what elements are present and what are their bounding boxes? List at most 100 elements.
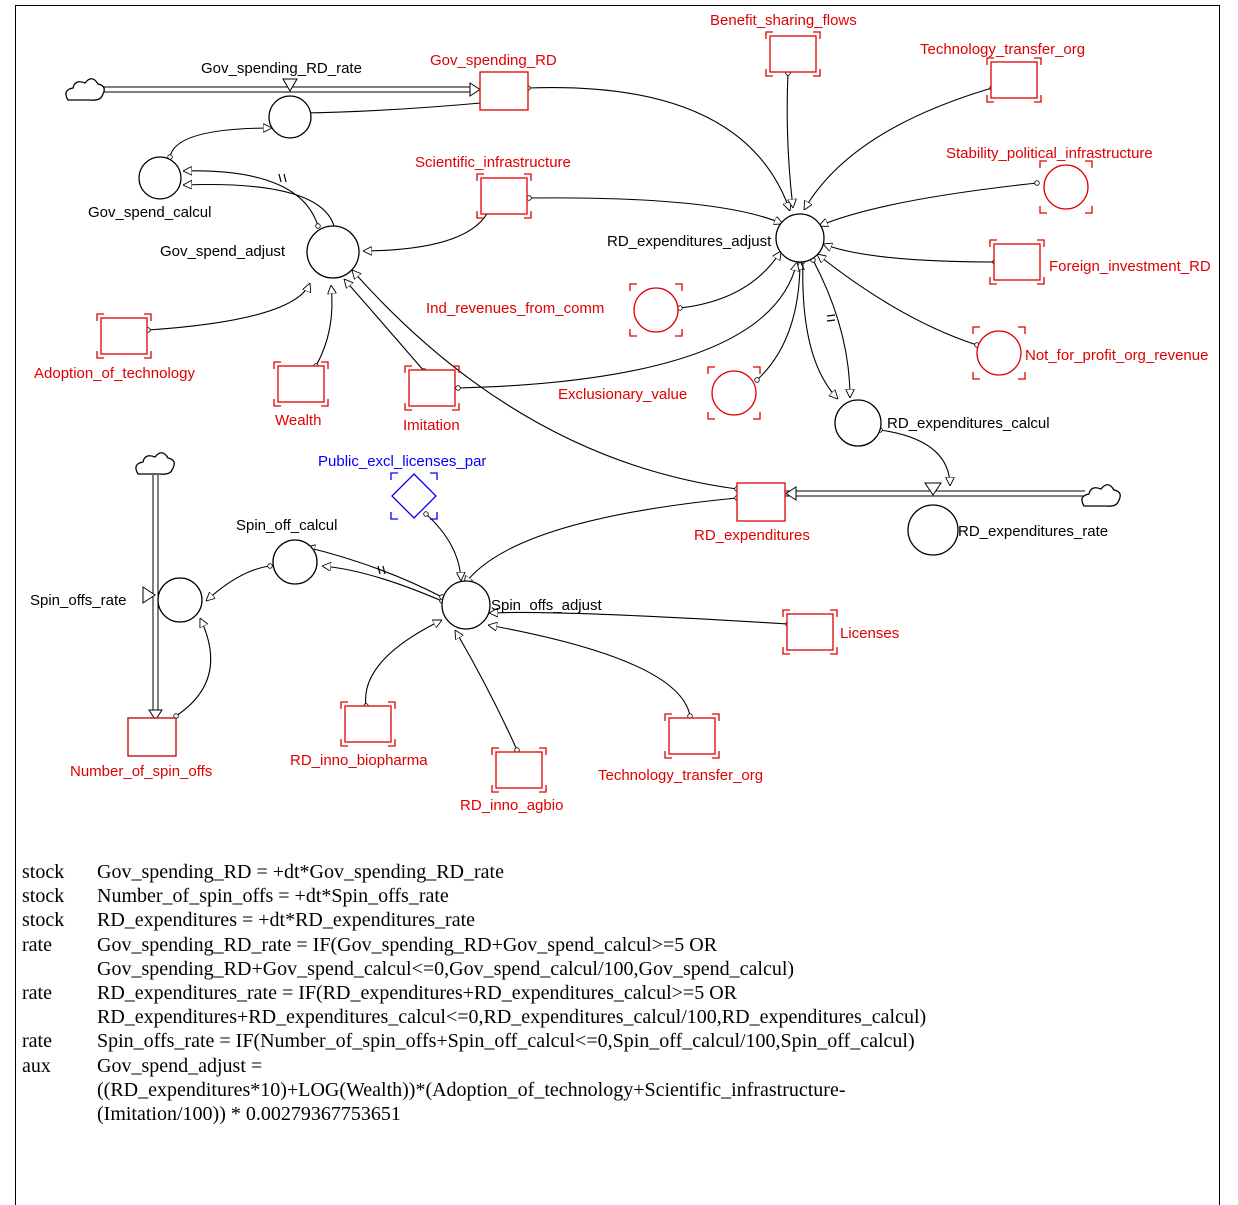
diagram-frame (15, 5, 1220, 1205)
link (823, 244, 995, 262)
label-spin-offs-rate: Spin_offs_rate (30, 592, 126, 609)
spin-offs-rate-node[interactable] (157, 577, 203, 623)
link (529, 198, 783, 224)
ghost-corner (629, 283, 683, 337)
equation-continuation: RD_expenditures+RD_expenditures_calcul<=… (97, 1006, 927, 1029)
stability-political-infrastructure-node[interactable] (1043, 164, 1089, 210)
label-public-excl-licenses-par: Public_excl_licenses_par (318, 453, 486, 470)
label-wealth: Wealth (275, 412, 321, 429)
link (528, 88, 790, 211)
exclusionary-value-node[interactable] (711, 370, 757, 416)
cloud-icon (65, 78, 105, 101)
rd-inno-agbio-box[interactable] (495, 751, 543, 789)
link (344, 279, 424, 371)
cloud-icon (135, 452, 175, 475)
link (183, 185, 335, 227)
cloud-icon (1081, 484, 1121, 507)
gov-spend-adjust-node[interactable] (306, 225, 360, 279)
label-scientific-infrastructure: Scientific_infrastructure (415, 154, 571, 171)
gov-spend-calcul-node[interactable] (138, 156, 182, 200)
ghost-corner-marks (96, 31, 1093, 793)
label-rd-inno-agbio: RD_inno_agbio (460, 797, 563, 814)
equation-text: Gov_spending_RD_rate = IF(Gov_spending_R… (97, 933, 718, 956)
label-gov-spending-rd-rate: Gov_spending_RD_rate (201, 60, 362, 77)
label-stability-political-infrastructure: Stability_political_infrastructure (946, 145, 1153, 162)
rd-expenditures-rate-node[interactable] (907, 504, 959, 556)
stock-flow-diagram: Gov_spending_RD_rate Gov_spending_RD Ben… (30, 12, 1211, 814)
ind-revenues-from-comm-node[interactable] (633, 287, 679, 333)
number-of-spin-offs-stock[interactable] (127, 717, 177, 757)
equation-text: Gov_spend_adjust = (97, 1054, 263, 1077)
link (804, 88, 992, 210)
ghost-corner (273, 361, 329, 407)
label-gov-spending-rd: Gov_spending_RD (430, 52, 557, 69)
delay-marks (278, 173, 836, 575)
label-gov-spend-adjust: Gov_spend_adjust (160, 243, 286, 260)
label-spin-offs-adjust: Spin_offs_adjust (491, 597, 602, 614)
label-adoption-of-technology: Adoption_of_technology (34, 365, 195, 382)
label-technology-transfer-org-bottom: Technology_transfer_org (598, 767, 763, 784)
ghost-corner (782, 609, 838, 655)
link (458, 262, 797, 388)
label-rd-expenditures: RD_expenditures (694, 527, 810, 544)
imitation-box[interactable] (408, 369, 456, 407)
label-benefit-sharing-flows: Benefit_sharing_flows (710, 12, 857, 29)
link (787, 73, 793, 208)
ghost-corner (664, 713, 720, 759)
gov-spending-rd-stock[interactable] (479, 71, 529, 111)
label-rd-inno-biopharma: RD_inno_biopharma (290, 752, 428, 769)
wealth-box[interactable] (277, 365, 325, 403)
ghost-corner (986, 57, 1042, 103)
equation-text: Number_of_spin_offs = +dt*Spin_offs_rate (97, 885, 449, 908)
rd-expenditures-adjust-node[interactable] (775, 213, 825, 263)
link (176, 618, 212, 716)
link (464, 498, 737, 585)
link (680, 251, 781, 308)
gov-spending-rd-rate-node[interactable] (268, 95, 312, 139)
licenses-box[interactable] (786, 613, 834, 651)
equation-row: aux Gov_spend_adjust = (22, 1054, 1222, 1078)
not-for-profit-org-revenue-node[interactable] (976, 330, 1022, 376)
equation-text: Gov_spending_RD = +dt*Gov_spending_RD_ra… (97, 861, 504, 883)
equation-kind: aux (22, 1054, 51, 1077)
link (426, 514, 461, 581)
link (300, 102, 482, 113)
link (306, 547, 442, 597)
equation-continuation: (Imitation/100)) * 0.00279367753651 (97, 1103, 401, 1126)
ghost-corner (1039, 160, 1093, 214)
label-imitation: Imitation (403, 417, 460, 434)
ghost-corner (989, 239, 1045, 285)
link (488, 625, 690, 716)
public-excl-licenses-par-node[interactable] (390, 472, 438, 520)
link (803, 261, 838, 399)
label-spin-off-calcul: Spin_off_calcul (236, 517, 337, 534)
link (757, 261, 800, 380)
spin-offs-adjust-node[interactable] (441, 580, 491, 630)
adoption-of-technology-box[interactable] (100, 317, 148, 355)
rd-inno-biopharma-box[interactable] (344, 705, 392, 743)
label-technology-transfer-org-top: Technology_transfer_org (920, 41, 1085, 58)
rd-expenditures-calcul-node[interactable] (834, 399, 882, 447)
foreign-investment-rd-box[interactable] (993, 243, 1041, 281)
ghost-corner (707, 366, 761, 420)
rd-expenditures-stock[interactable] (736, 482, 786, 522)
label-rd-expenditures-calcul: RD_expenditures_calcul (887, 415, 1050, 432)
label-gov-spend-calcul: Gov_spend_calcul (88, 204, 211, 221)
ghost-corner (340, 701, 396, 747)
link (352, 270, 737, 489)
spin-off-calcul-node[interactable] (272, 539, 318, 585)
technology-transfer-org-top-box[interactable] (990, 61, 1038, 99)
technology-transfer-org-bottom-box[interactable] (668, 717, 716, 755)
scientific-infrastructure-box[interactable] (480, 177, 528, 215)
label-exclusionary-value: Exclusionary_value (558, 386, 687, 403)
benefit-sharing-flows-box[interactable] (769, 35, 817, 73)
link (366, 620, 442, 706)
label-number-of-spin-offs: Number_of_spin_offs (70, 763, 212, 780)
link (363, 210, 489, 251)
ghost-corner (972, 326, 1026, 380)
